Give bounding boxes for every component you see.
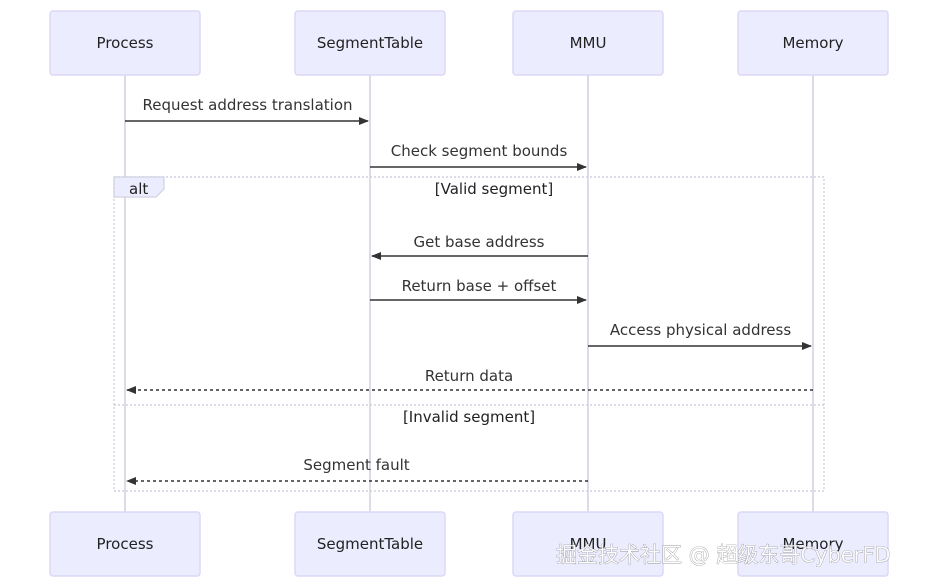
actor-label: Process xyxy=(97,34,154,52)
message-label: Check segment bounds xyxy=(391,142,568,160)
message-6: Return data xyxy=(126,367,813,394)
message-2: Check segment bounds xyxy=(370,142,587,171)
message-label: Return base + offset xyxy=(402,277,557,295)
message-5: Access physical address xyxy=(588,321,812,350)
message-3: Get base address xyxy=(371,233,588,260)
alt-frame-label-box xyxy=(113,176,165,198)
message-label: Access physical address xyxy=(610,321,791,339)
actor-bottom-process: Process xyxy=(49,511,201,577)
actor-label: MMU xyxy=(570,535,607,553)
message-label: Get base address xyxy=(414,233,545,251)
message-label: Segment fault xyxy=(303,456,409,474)
actor-top-process: Process xyxy=(49,10,201,76)
actor-bottom-mmu: MMU xyxy=(512,511,664,577)
actor-box xyxy=(512,511,664,577)
actor-box xyxy=(737,511,889,577)
actor-label: Memory xyxy=(782,34,843,52)
actor-label: Memory xyxy=(782,535,843,553)
actors-top: Process SegmentTable MMU Memory xyxy=(49,10,889,76)
lifelines xyxy=(124,75,814,512)
actor-box xyxy=(512,10,664,76)
alt-frame: alt [Valid segment] [Invalid segment] xyxy=(113,176,825,492)
actor-box xyxy=(294,511,446,577)
actor-top-segmenttable: SegmentTable xyxy=(294,10,446,76)
actor-box xyxy=(49,10,201,76)
actor-box xyxy=(294,10,446,76)
actors-bottom: Process SegmentTable MMU Memory xyxy=(49,511,889,577)
actor-box xyxy=(737,10,889,76)
watermark-text: 掘金技术社区 @ 超级东哥CyberFD xyxy=(556,543,891,567)
alt-frame-label: alt xyxy=(129,180,148,198)
actor-label: SegmentTable xyxy=(317,535,423,553)
message-1: Request address translation xyxy=(125,96,369,125)
actor-bottom-memory: Memory xyxy=(737,511,889,577)
actor-top-memory: Memory xyxy=(737,10,889,76)
message-7: Segment fault xyxy=(126,456,588,485)
actor-label: SegmentTable xyxy=(317,34,423,52)
actor-label: MMU xyxy=(570,34,607,52)
actor-box xyxy=(49,511,201,577)
message-label: Request address translation xyxy=(142,96,352,114)
alt-condition-valid: [Valid segment] xyxy=(435,180,553,198)
actor-bottom-segmenttable: SegmentTable xyxy=(294,511,446,577)
alt-condition-invalid: [Invalid segment] xyxy=(403,408,535,426)
actor-top-mmu: MMU xyxy=(512,10,664,76)
message-4: Return base + offset xyxy=(370,277,587,304)
actor-label: Process xyxy=(97,535,154,553)
message-label: Return data xyxy=(425,367,513,385)
